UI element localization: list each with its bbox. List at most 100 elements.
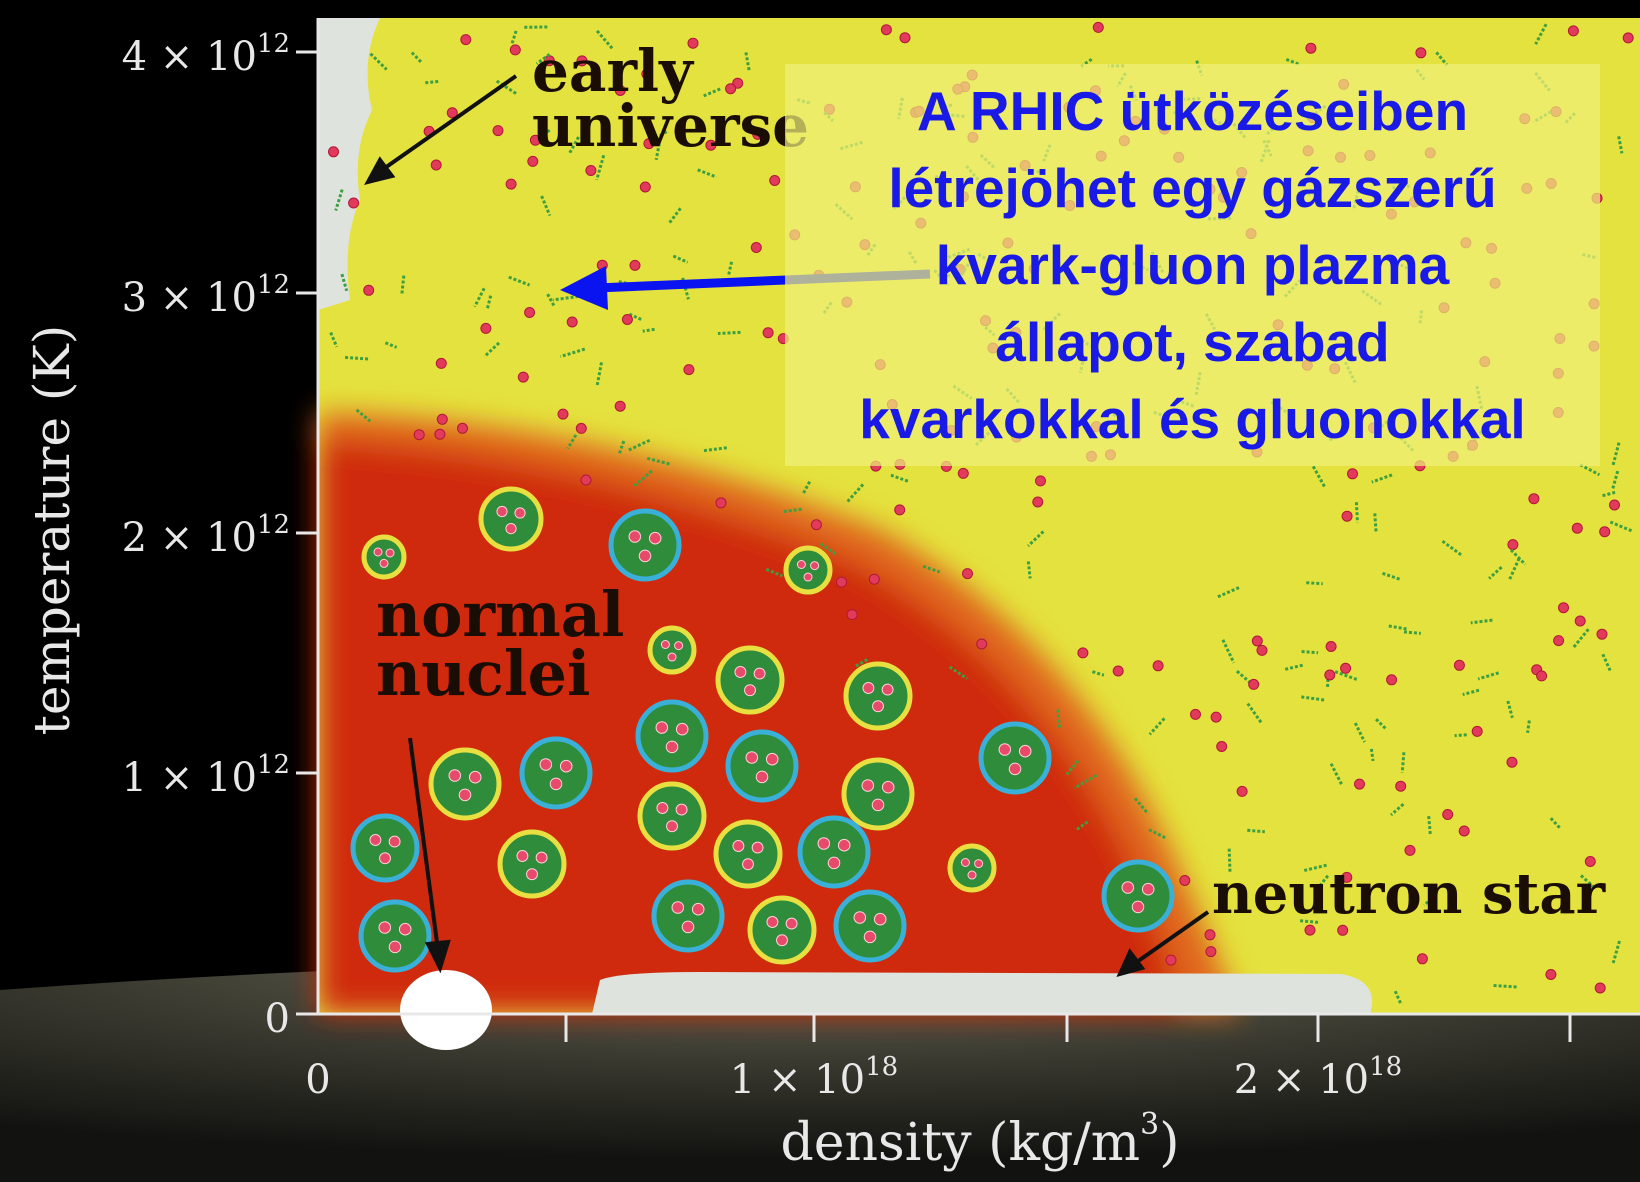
- gluon-dash: [1403, 630, 1421, 635]
- gluon-dash: [1388, 624, 1408, 631]
- gluon-dash: [697, 168, 718, 179]
- gluon-dash: [855, 658, 869, 668]
- quark-in-nucleon: [742, 858, 754, 871]
- gluon-dash: [845, 483, 865, 505]
- quark-in-nucleon: [998, 743, 1012, 756]
- quark-dot: [430, 159, 442, 171]
- quark-dot: [509, 44, 521, 56]
- quark-in-nucleon: [671, 901, 685, 914]
- quark-dot: [1458, 825, 1470, 837]
- quark-dot: [1395, 780, 1407, 792]
- quark-in-nucleon: [535, 851, 548, 864]
- quark-dot: [1325, 641, 1337, 652]
- quark-in-nucleon: [1121, 881, 1135, 894]
- gluon-dash: [410, 51, 423, 64]
- quark-in-nucleon: [516, 850, 529, 862]
- quark-dot: [1340, 662, 1352, 674]
- gluon-dash: [617, 440, 626, 455]
- gluon-dash: [329, 331, 339, 348]
- gluon-dash: [595, 29, 614, 50]
- gluon-dash: [559, 347, 586, 359]
- gluon-dash: [538, 116, 552, 135]
- quark-in-nucleon: [967, 870, 977, 880]
- quark-dot: [1251, 635, 1263, 647]
- quark-dot: [1442, 809, 1454, 820]
- quark-dot: [328, 146, 339, 158]
- quark-dot: [1584, 856, 1596, 867]
- quark-dot: [580, 474, 592, 486]
- gluon-dash: [1393, 990, 1403, 1005]
- gluon-dash: [1470, 618, 1493, 625]
- quark-dot: [1179, 875, 1191, 886]
- quark-in-nucleon: [448, 769, 462, 782]
- nucleon-bubble: [725, 729, 799, 803]
- quark-dot: [1032, 496, 1044, 508]
- nucleon-bubble: [350, 813, 420, 883]
- quark-in-nucleon: [549, 777, 563, 791]
- quark-dot: [1594, 982, 1606, 994]
- nucleon-bubble: [497, 829, 567, 899]
- quark-in-nucleon: [803, 572, 813, 582]
- quark-dot: [575, 422, 587, 434]
- nucleon-bubble: [747, 895, 817, 965]
- quark-dot: [1341, 510, 1353, 522]
- quark-in-nucleon: [373, 547, 383, 557]
- quark-in-nucleon: [505, 523, 517, 535]
- gluon-dash: [1329, 763, 1344, 787]
- quark-dot: [1190, 708, 1201, 720]
- early-universe-strip: [318, 18, 380, 310]
- quark-in-nucleon: [691, 902, 705, 916]
- quark-dot: [641, 68, 653, 80]
- gluon-dash: [1390, 802, 1405, 817]
- gluon-dash: [631, 469, 653, 489]
- gluon-dash: [495, 79, 518, 96]
- gluon-dash: [1611, 940, 1621, 964]
- gluon-dash: [1601, 653, 1612, 672]
- quark-dot: [836, 576, 847, 588]
- gluon-dash: [1301, 650, 1319, 655]
- gluon-dash: [1572, 628, 1590, 649]
- quark-in-nucleon: [667, 652, 677, 662]
- quark-dot: [752, 128, 764, 140]
- quark-dot: [1205, 946, 1217, 958]
- quark-dot: [524, 307, 536, 318]
- quark-in-nucleon: [755, 770, 769, 784]
- nucleon-bubble: [841, 757, 915, 831]
- nucleon-bubble: [713, 819, 783, 889]
- quark-dot: [899, 32, 911, 44]
- quark-dot: [1471, 725, 1483, 737]
- gluon-dash: [1236, 669, 1256, 688]
- gluon-dash: [1246, 702, 1264, 725]
- gluon-dash: [672, 254, 689, 264]
- quark-dot: [1092, 21, 1104, 33]
- quark-dot: [363, 284, 375, 296]
- gluon-dash: [1221, 639, 1236, 664]
- quark-dot: [446, 107, 458, 119]
- nucleon-bubble: [783, 545, 833, 595]
- quark-in-nucleon: [753, 667, 766, 680]
- quark-dot: [1236, 785, 1248, 797]
- quark-dot: [643, 138, 655, 150]
- quark-dot: [1415, 47, 1427, 59]
- gluon-dash: [1073, 773, 1098, 790]
- quark-dot: [435, 357, 447, 369]
- quark-dot: [1558, 602, 1569, 614]
- callout-line: A RHIC ütközéseiben: [916, 79, 1469, 142]
- quark-in-nucleon: [732, 840, 745, 852]
- gluon-dash: [423, 80, 439, 85]
- gluon-dash: [1488, 565, 1503, 580]
- gluon-dash: [1056, 709, 1061, 729]
- quark-in-nucleon: [862, 682, 875, 694]
- quark-dot: [457, 422, 468, 434]
- gluon-dash: [1306, 581, 1323, 586]
- gluon-dash: [485, 295, 493, 310]
- quark-in-nucleon: [655, 721, 669, 734]
- gluon-dash: [1076, 820, 1089, 831]
- callout-line: kvarkokkal és gluonokkal: [859, 387, 1526, 450]
- quark-in-nucleon: [1018, 744, 1032, 758]
- gluon-dash: [483, 341, 501, 358]
- quark-in-nucleon: [873, 912, 887, 926]
- quark-dot: [1152, 660, 1164, 672]
- quark-in-nucleon: [674, 641, 684, 651]
- quark-in-nucleon: [853, 911, 867, 924]
